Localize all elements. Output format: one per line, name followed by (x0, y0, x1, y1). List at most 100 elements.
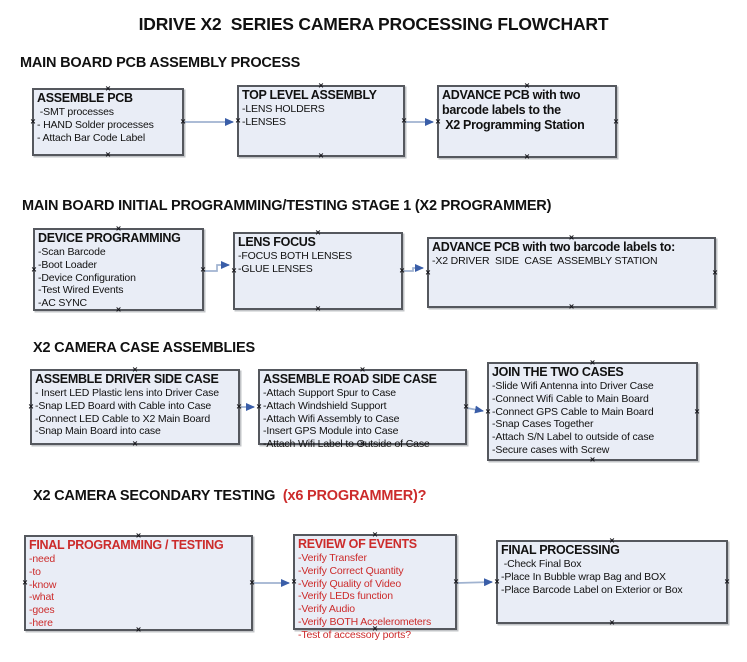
flow-box-line: - Insert LED Plastic lens into Driver Ca… (35, 387, 219, 399)
flow-box-title: FINAL PROCESSING (501, 543, 620, 557)
connection-handle-icon[interactable]: × (315, 227, 321, 238)
connection-handle-icon[interactable]: × (524, 80, 530, 91)
connection-handle-icon[interactable]: × (435, 116, 441, 126)
connection-handle-icon[interactable]: × (372, 623, 378, 634)
connection-handle-icon[interactable]: × (372, 529, 378, 540)
flow-box-top-level-assembly[interactable]: TOP LEVEL ASSEMBLY-LENS HOLDERS-LENSES××… (235, 80, 407, 160)
flow-box-line: -Snap LED Board with Cable into Case (35, 399, 212, 412)
connection-handle-icon[interactable]: × (589, 454, 596, 465)
flow-box-line: -know (29, 578, 57, 591)
connection-handle-icon[interactable]: × (613, 116, 619, 126)
connection-handle-icon[interactable]: × (249, 577, 255, 588)
connection-handle-icon[interactable]: × (568, 301, 575, 312)
flow-box-final-programming-testing[interactable]: FINAL PROGRAMMING / TESTING-need-to-know… (22, 530, 255, 634)
connection-handle-icon[interactable]: × (359, 364, 366, 375)
connection-handle-icon[interactable]: × (132, 438, 138, 449)
connection-handle-icon[interactable]: × (609, 535, 615, 546)
flow-box-title: REVIEW OF EVENTS (298, 537, 417, 551)
flow-box-line: -Scan Barcode (38, 246, 106, 258)
connection-handle-icon[interactable]: × (399, 265, 405, 276)
connection-handle-icon[interactable]: × (135, 530, 142, 541)
flow-box-line: -Place In Bubble wrap Bag and BOX (501, 570, 666, 583)
connection-handle-icon[interactable]: × (318, 150, 324, 161)
connection-handle-icon[interactable]: × (231, 265, 237, 276)
connection-handle-icon[interactable]: × (318, 80, 324, 91)
connection-handle-icon[interactable]: × (200, 264, 206, 274)
flow-box-line: -FOCUS BOTH LENSES (238, 250, 352, 262)
connection-handle-icon[interactable]: × (485, 406, 491, 416)
flow-box-line: -what (29, 591, 54, 604)
flow-box-line: -Connect LED Cable to X2 Main Board (35, 412, 211, 425)
flow-box-line: -Attach Wifi Assembly to Case (263, 412, 400, 425)
connection-handle-icon[interactable]: × (105, 83, 111, 94)
flow-box-line: - HAND Solder processes (37, 118, 154, 131)
connection-handle-icon[interactable]: × (463, 401, 469, 412)
connection-handle-icon[interactable]: × (115, 304, 122, 315)
flow-box-join-the-two-cases[interactable]: JOIN THE TWO CASES-Slide Wifi Antenna in… (485, 357, 700, 464)
flow-box-assemble-pcb[interactable]: ASSEMBLE PCB -SMT processes- HAND Solder… (30, 83, 186, 159)
connection-handle-icon[interactable]: × (568, 232, 575, 243)
flow-box-line: -Verify Correct Quantity (298, 564, 404, 577)
connection-handle-icon[interactable]: × (256, 401, 262, 412)
flow-box-lens-focus[interactable]: LENS FOCUS-FOCUS BOTH LENSES-GLUE LENSES… (231, 227, 405, 313)
connector-arrow-assemble-road-side-case-to-join-the-two-cases[interactable] (466, 405, 484, 414)
connection-handle-icon[interactable]: × (132, 364, 138, 375)
connection-handle-icon[interactable]: × (712, 267, 718, 277)
flow-box-assemble-road-side-case[interactable]: ASSEMBLE ROAD SIDE CASE-Attach Support S… (256, 364, 469, 450)
connection-handle-icon[interactable]: × (315, 303, 321, 314)
flow-box-title: LENS FOCUS (238, 235, 316, 249)
connection-handle-icon[interactable]: × (115, 223, 122, 234)
flow-box-line: -Verify Transfer (298, 552, 367, 564)
connector-arrow-review-of-events-to-final-processing[interactable] (456, 578, 493, 587)
flow-box-line: -X2 DRIVER SIDE CASE ASSEMBLY STATION (432, 255, 658, 267)
flow-box-device-programming[interactable]: DEVICE PROGRAMMING-Scan Barcode-Boot Loa… (31, 223, 206, 314)
flow-box-advance-pcb-to-driver-side-station[interactable]: ADVANCE PCB with two barcode labels to:-… (425, 232, 718, 311)
section-header-case-assemblies: X2 CAMERA CASE ASSEMBLIES (33, 340, 255, 356)
connection-handle-icon[interactable]: × (22, 577, 28, 588)
flow-box-line: -Attach Windshield Support (263, 399, 387, 412)
flow-box-line: -Connect Wifi Cable to Main Board (492, 392, 649, 405)
connection-handle-icon[interactable]: × (359, 438, 366, 449)
connection-handle-icon[interactable]: × (31, 264, 37, 274)
flow-box-advance-pcb-to-programming-station[interactable]: ADVANCE PCB with two barcode labels to t… (435, 80, 619, 161)
flow-box-title: ASSEMBLE ROAD SIDE CASE (263, 372, 437, 386)
connection-handle-icon[interactable]: × (524, 151, 530, 162)
flow-box-line: -LENSES (242, 115, 286, 128)
connection-handle-icon[interactable]: × (135, 624, 142, 635)
connection-handle-icon[interactable]: × (694, 406, 700, 416)
flow-box-title: DEVICE PROGRAMMING (38, 231, 181, 245)
connection-handle-icon[interactable]: × (105, 149, 111, 160)
connection-handle-icon[interactable]: × (180, 116, 186, 127)
connection-handle-icon[interactable]: × (724, 576, 730, 587)
flow-box-line: -LENS HOLDERS (242, 103, 325, 115)
connection-handle-icon[interactable]: × (30, 116, 36, 127)
flow-box-title: TOP LEVEL ASSEMBLY (242, 88, 377, 102)
flow-box-line: -Check Final Box (501, 558, 582, 570)
flow-box-title: ASSEMBLE PCB (37, 91, 133, 105)
flow-box-title: FINAL PROGRAMMING / TESTING (29, 538, 224, 552)
flow-box-title: ASSEMBLE DRIVER SIDE CASE (35, 372, 219, 386)
connector-arrow-device-programming-to-lens-focus[interactable] (204, 261, 230, 272)
connection-handle-icon[interactable]: × (236, 401, 242, 412)
connection-handle-icon[interactable]: × (235, 115, 241, 126)
flow-box-line: -to (29, 565, 41, 578)
connection-handle-icon[interactable]: × (425, 267, 431, 277)
connection-handle-icon[interactable]: × (291, 576, 297, 587)
section-header-initial-programming: MAIN BOARD INITIAL PROGRAMMING/TESTING S… (22, 198, 552, 214)
flow-box-line: -Test of accessory ports? (298, 628, 411, 641)
connection-handle-icon[interactable]: × (494, 576, 500, 587)
flow-box-line: -need (29, 553, 56, 565)
connector-arrow-lens-focus-to-advance-pcb-to-driver-side-station[interactable] (403, 264, 424, 272)
section-header-pcb-assembly: MAIN BOARD PCB ASSEMBLY PROCESS (20, 55, 301, 71)
flow-box-assemble-driver-side-case[interactable]: ASSEMBLE DRIVER SIDE CASE- Insert LED Pl… (28, 364, 242, 448)
connection-handle-icon[interactable]: × (28, 401, 34, 412)
connection-handle-icon[interactable]: × (401, 115, 407, 126)
connection-handle-icon[interactable]: × (453, 576, 459, 587)
flow-box-line: -Insert GPS Module into Case (263, 425, 399, 438)
connection-handle-icon[interactable]: × (609, 617, 615, 628)
flow-box-review-of-events[interactable]: REVIEW OF EVENTS-Verify Transfer-Verify … (291, 529, 459, 641)
connection-handle-icon[interactable]: × (589, 357, 596, 368)
flow-box-line: -Connect GPS Cable to Main Board (492, 405, 654, 418)
flow-box-final-processing[interactable]: FINAL PROCESSING -Check Final Box-Place … (494, 535, 730, 627)
